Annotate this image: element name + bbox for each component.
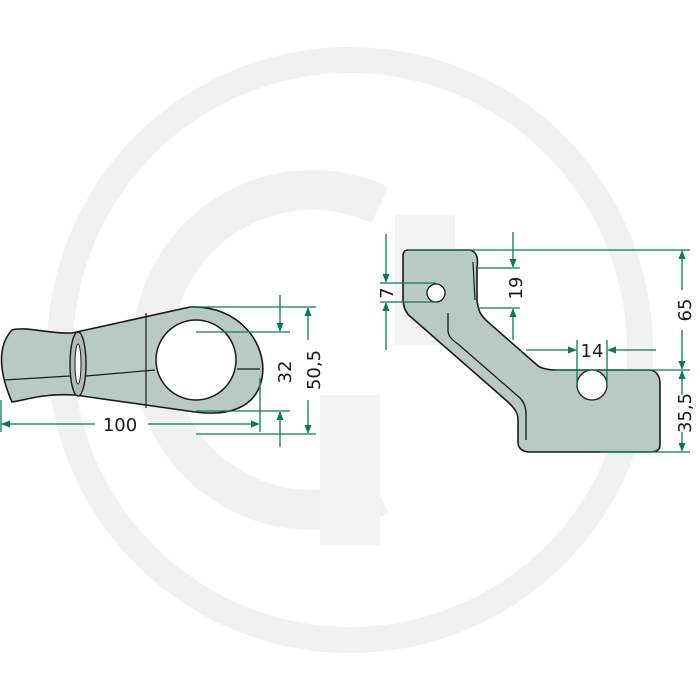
dim-slot-19: 19 [506,277,527,300]
right-part-body [402,249,661,453]
dim-foot-35-5: 35,5 [675,393,696,433]
dim-small-hole-7: 7 [377,287,398,298]
left-part-view: 100 32 50,5 [0,295,325,447]
dim-total-65: 65 [675,299,696,322]
right-part-lower-hole [576,369,608,401]
left-part-slot [74,343,82,385]
dim-length-100: 100 [103,415,137,436]
left-part-hole [155,319,237,401]
right-part-view: 7 19 65 14 35,5 [377,232,696,453]
dim-lower-hole-14: 14 [581,341,604,362]
right-part-small-hole [426,283,446,303]
dim-eye-50-5: 50,5 [304,350,325,390]
left-dimension-lines [0,295,316,447]
dim-hole-32: 32 [275,361,296,384]
right-dimension-lines [380,232,690,453]
